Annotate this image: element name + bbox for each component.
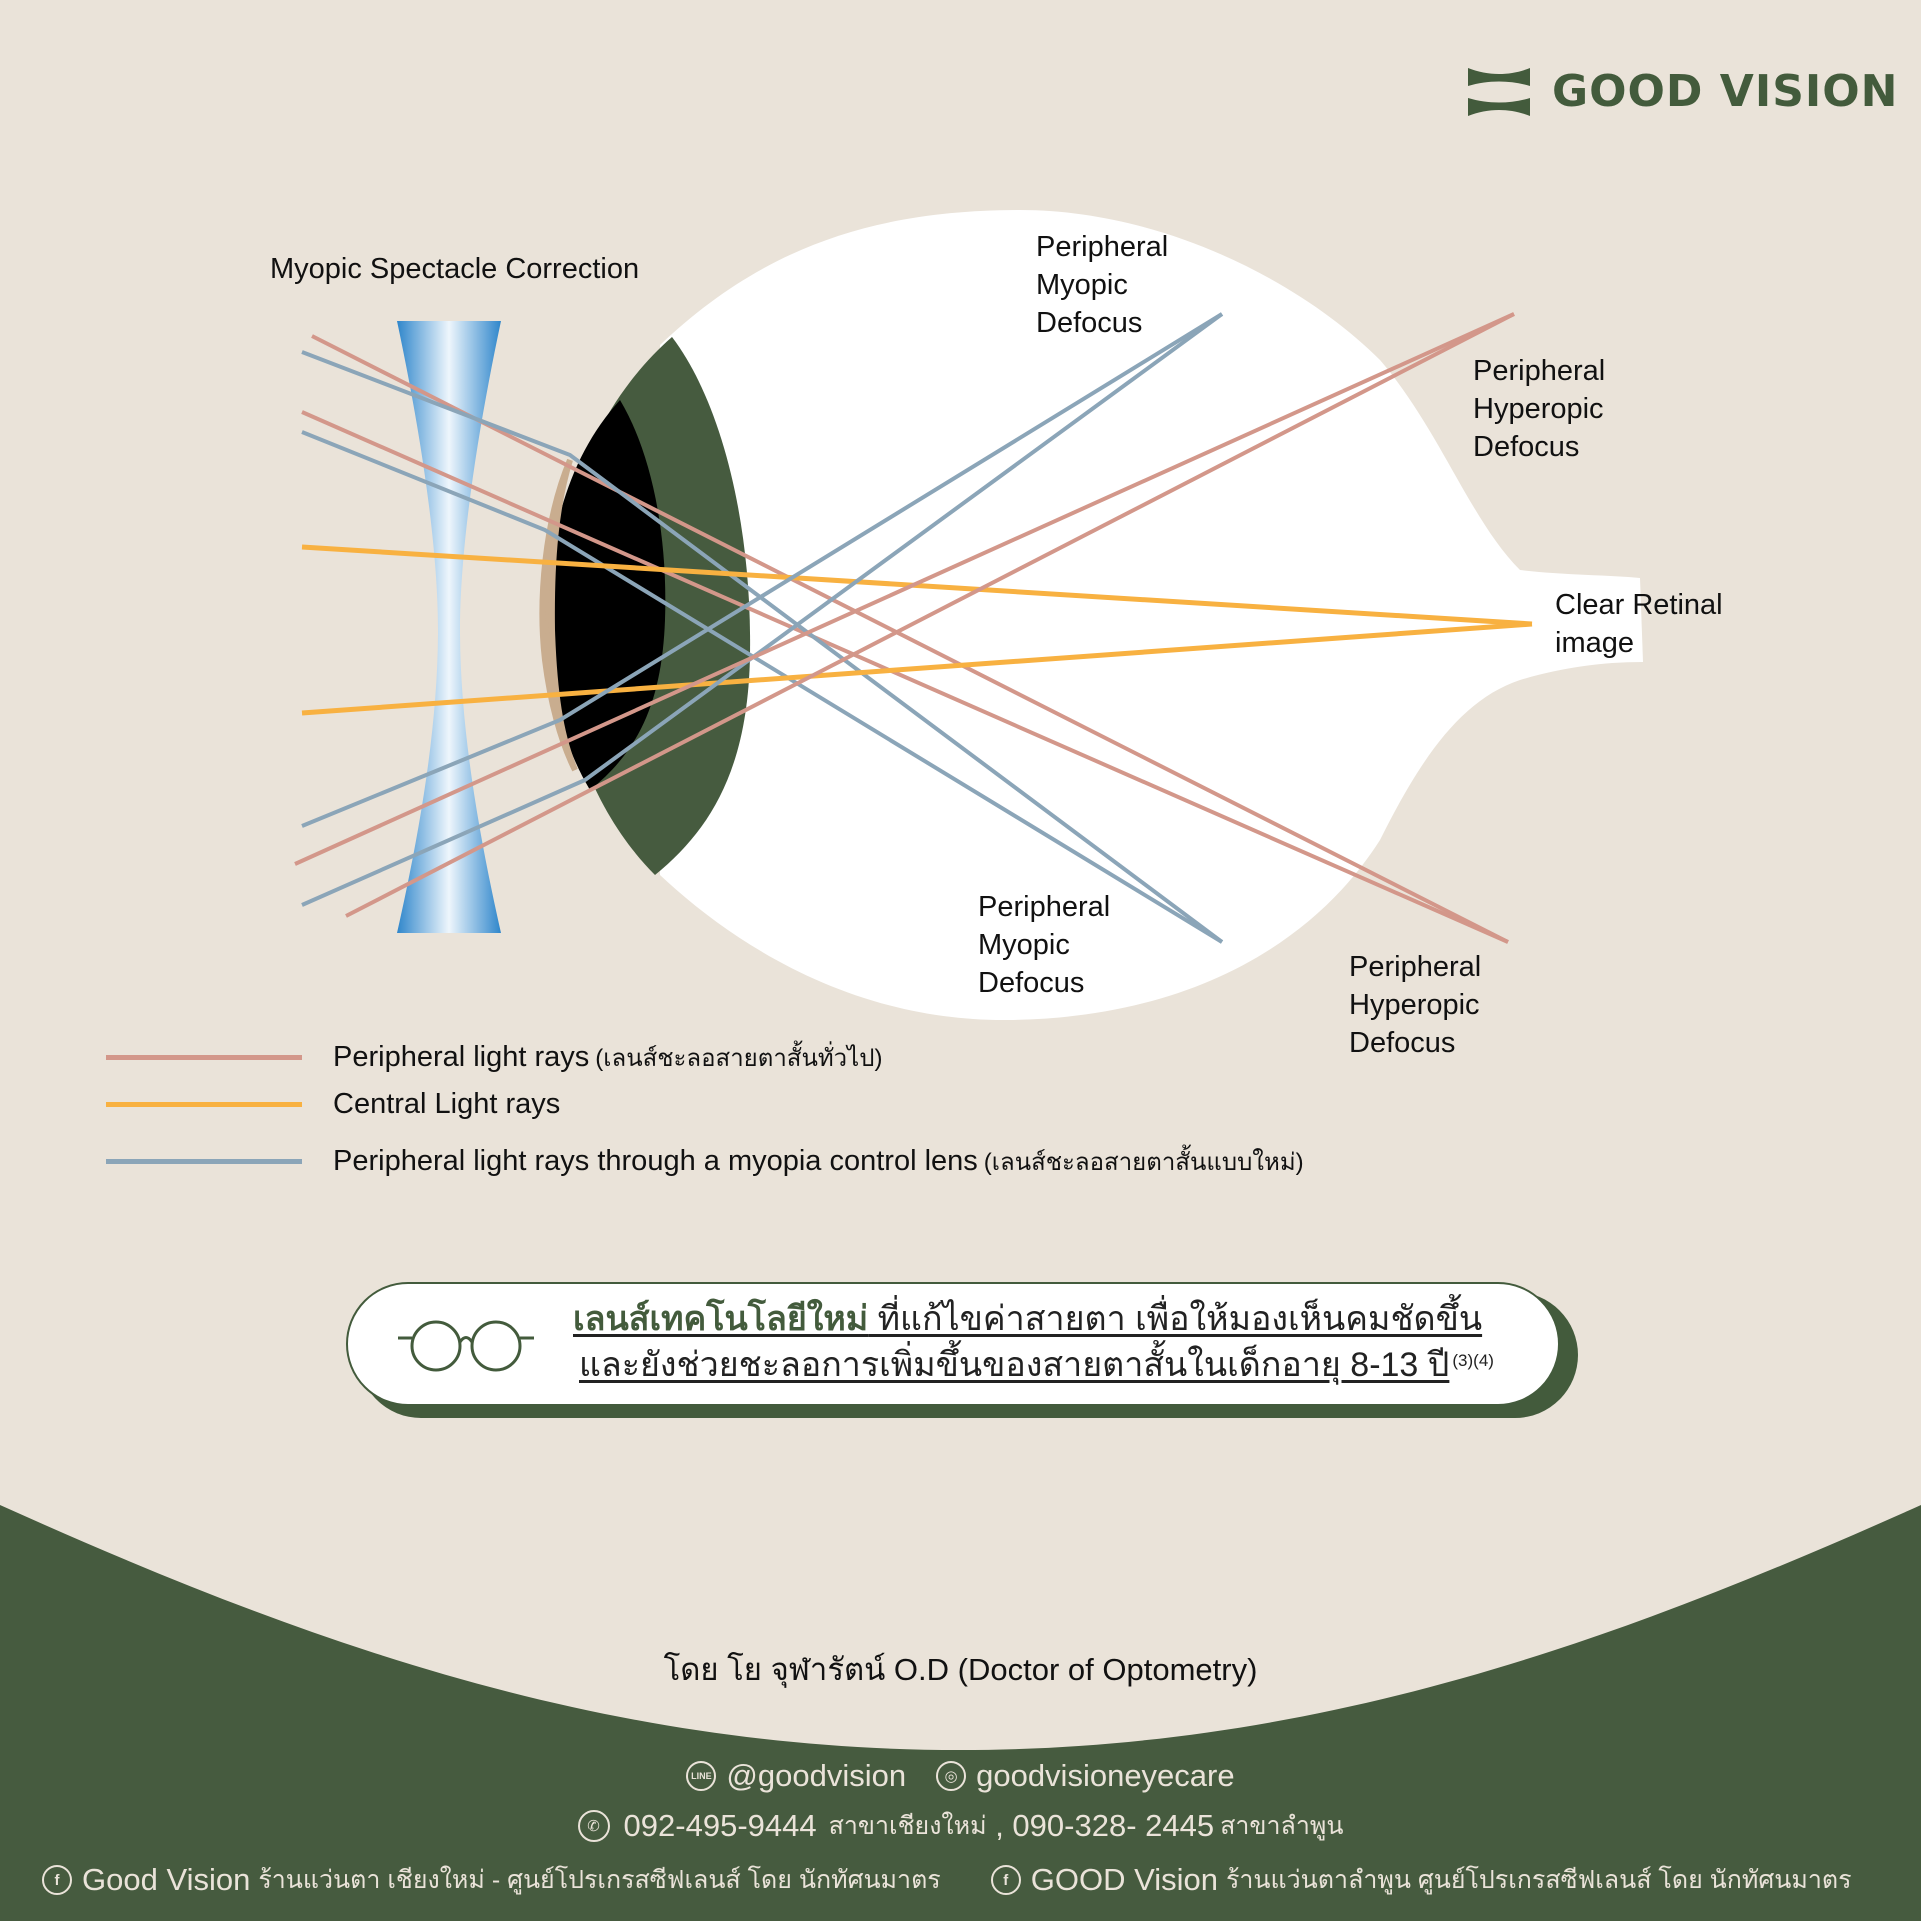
label-line: Hyperopic: [1349, 989, 1480, 1021]
branch-1: สาขาเชียงใหม่: [828, 1812, 987, 1840]
line-handle-link[interactable]: @goodvision: [726, 1758, 907, 1793]
facebook-icon: f: [990, 1865, 1021, 1895]
label-bottom-myopic-defocus: Peripheral Myopic Defocus: [978, 888, 1110, 1002]
phone-icon: ✆: [577, 1810, 610, 1842]
myopia-control-ray: [301, 312, 1224, 907]
label-line: Peripheral: [1473, 355, 1606, 387]
legend-sublabel: (เลนส์ชะลอสายตาสั้นแบบใหม่): [983, 1149, 1304, 1176]
banner-line-2: และยังช่วยชะลอการเพิ่มขึ้นของสายตาสั้นใน…: [579, 1342, 1494, 1388]
label-line: Defocus: [978, 967, 1085, 999]
label-clear-retinal-image: Clear Retinal image: [1555, 586, 1723, 662]
phone-separator: ,: [986, 1808, 1013, 1843]
banner-references: (3)(4): [1452, 1351, 1494, 1370]
legend-label: Peripheral light rays: [333, 1041, 590, 1073]
banner-text: เลนส์เทคโนโลยีใหม่ ที่แก้ไขค่าสายตา เพื่…: [573, 1296, 1494, 1388]
label-line: image: [1555, 627, 1634, 659]
legend-myopia-control: Peripheral light rays through a myopia c…: [106, 1142, 1304, 1181]
footer-facebook-row: f Good Vision ร้านแว่นตา เชียงใหม่ - ศูน…: [0, 1860, 1921, 1900]
branch-2: สาขาลำพูน: [1220, 1812, 1344, 1840]
legend-label: Peripheral light rays through a myopia c…: [333, 1145, 978, 1177]
label-line: Defocus: [1349, 1027, 1456, 1059]
author-credit: โดย โย จุฬารัตน์ O.D (Doctor of Optometr…: [663, 1652, 1258, 1687]
label-bottom-hyperopic-defocus: Peripheral Hyperopic Defocus: [1349, 948, 1481, 1062]
facebook-page-name: GOOD Vision: [1030, 1862, 1218, 1897]
label-top-hyperopic-defocus: Peripheral Hyperopic Defocus: [1473, 352, 1605, 466]
peripheral-ray: [345, 312, 1515, 918]
label-line: Peripheral: [1349, 951, 1482, 983]
legend-swatch-central: [106, 1102, 302, 1107]
label-line: Clear Retinal: [1555, 589, 1723, 621]
peripheral-ray: [301, 410, 1509, 944]
info-banner: เลนส์เทคโนโลยีใหม่ ที่แก้ไขค่าสายตา เพื่…: [346, 1282, 1560, 1406]
legend-central: Central Light rays: [106, 1088, 560, 1121]
label-line: Hyperopic: [1473, 393, 1604, 425]
brand-logo: GOOD VISION: [1468, 66, 1898, 117]
legend-sublabel: (เลนส์ชะลอสายตาสั้นทั่วไป): [595, 1045, 883, 1072]
diagram-title: Myopic Spectacle Correction: [270, 253, 640, 285]
banner-line-1: เลนส์เทคโนโลยีใหม่ ที่แก้ไขค่าสายตา เพื่…: [573, 1296, 1494, 1342]
peripheral-ray: [294, 312, 1515, 866]
label-line: Defocus: [1473, 431, 1580, 463]
line-icon: LINE: [686, 1761, 717, 1791]
legend-swatch-myopia-control: [106, 1159, 302, 1164]
legend-label: Central Light rays: [333, 1088, 561, 1120]
facebook-page-name: Good Vision: [82, 1862, 251, 1897]
instagram-icon: ◎: [936, 1761, 967, 1791]
legend-peripheral: Peripheral light rays (เลนส์ชะลอสายตาสั้…: [106, 1038, 882, 1077]
label-top-myopic-defocus: Peripheral Myopic Defocus: [1036, 228, 1168, 342]
myopia-control-ray: [301, 430, 1224, 944]
phone-1[interactable]: 092-495-9444: [623, 1808, 817, 1843]
label-line: Myopic: [978, 929, 1070, 961]
legend-swatch-peripheral: [106, 1055, 302, 1060]
footer-band: [0, 1505, 1921, 1921]
label-line: Peripheral: [1036, 231, 1169, 263]
label-line: Peripheral: [978, 891, 1111, 923]
brand-name: GOOD VISION: [1552, 66, 1899, 117]
facebook-page-desc: ร้านแว่นตาลำพูน ศูนย์โปรเกรสซีฟเลนส์ โดย…: [1225, 1866, 1852, 1894]
footer-social-row: LINE @goodvision ◎ goodvisioneyecare: [0, 1758, 1921, 1794]
central-ray: [301, 621, 1533, 716]
facebook-icon: f: [42, 1865, 72, 1895]
banner-highlight: เลนส์เทคโนโลยีใหม่: [573, 1300, 869, 1338]
instagram-handle-link[interactable]: goodvisioneyecare: [976, 1758, 1235, 1793]
facebook-page-chiangmai[interactable]: f Good Vision ร้านแว่นตา เชียงใหม่ - ศูน…: [42, 1860, 941, 1900]
phone-2[interactable]: 090-328- 2445: [1012, 1808, 1215, 1843]
glasses-icon: [398, 1320, 534, 1372]
label-line: Myopic: [1036, 269, 1128, 301]
lens-mark-icon: [1468, 67, 1530, 116]
banner-line-2-text: และยังช่วยชะลอการเพิ่มขึ้นของสายตาสั้นใน…: [579, 1346, 1450, 1384]
footer-phone-row: ✆ 092-495-9444 สาขาเชียงใหม่ , 090-328- …: [0, 1806, 1921, 1846]
facebook-page-lamphun[interactable]: f GOOD Vision ร้านแว่นตาลำพูน ศูนย์โปรเก…: [990, 1860, 1852, 1900]
eye-globe: [660, 210, 1643, 1021]
facebook-page-desc: ร้านแว่นตา เชียงใหม่ - ศูนย์โปรเกรสซีฟเล…: [258, 1866, 941, 1894]
peripheral-ray: [311, 334, 1509, 944]
myopia-control-ray: [301, 350, 1224, 944]
banner-line-1-text: ที่แก้ไขค่าสายตา เพื่อให้มองเห็นคมชัดขึ้…: [868, 1300, 1483, 1338]
myopia-control-ray: [301, 312, 1224, 828]
label-line: Defocus: [1036, 307, 1143, 339]
spectacle-lens: [397, 321, 501, 933]
